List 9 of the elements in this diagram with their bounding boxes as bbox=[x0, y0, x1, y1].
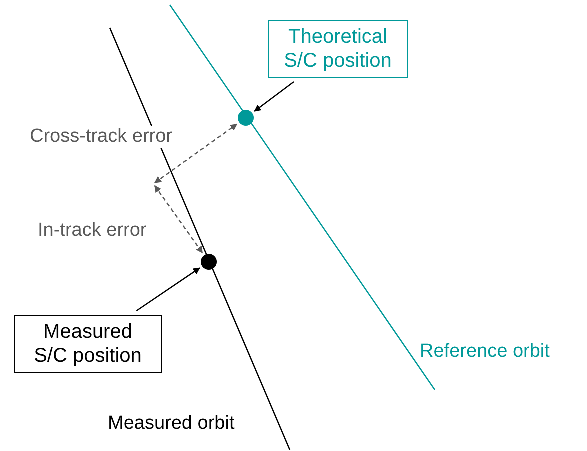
label-box: Theoretical S/C position bbox=[268, 20, 408, 78]
dashed-arrow bbox=[154, 124, 238, 184]
position-dot bbox=[238, 110, 254, 126]
edge-label: Cross-track error bbox=[30, 126, 173, 148]
label-box: Measured S/C position bbox=[14, 315, 162, 373]
dashed-arrow bbox=[154, 185, 204, 254]
arrow bbox=[136, 268, 200, 312]
position-dot bbox=[201, 254, 217, 270]
arrow bbox=[254, 81, 294, 112]
